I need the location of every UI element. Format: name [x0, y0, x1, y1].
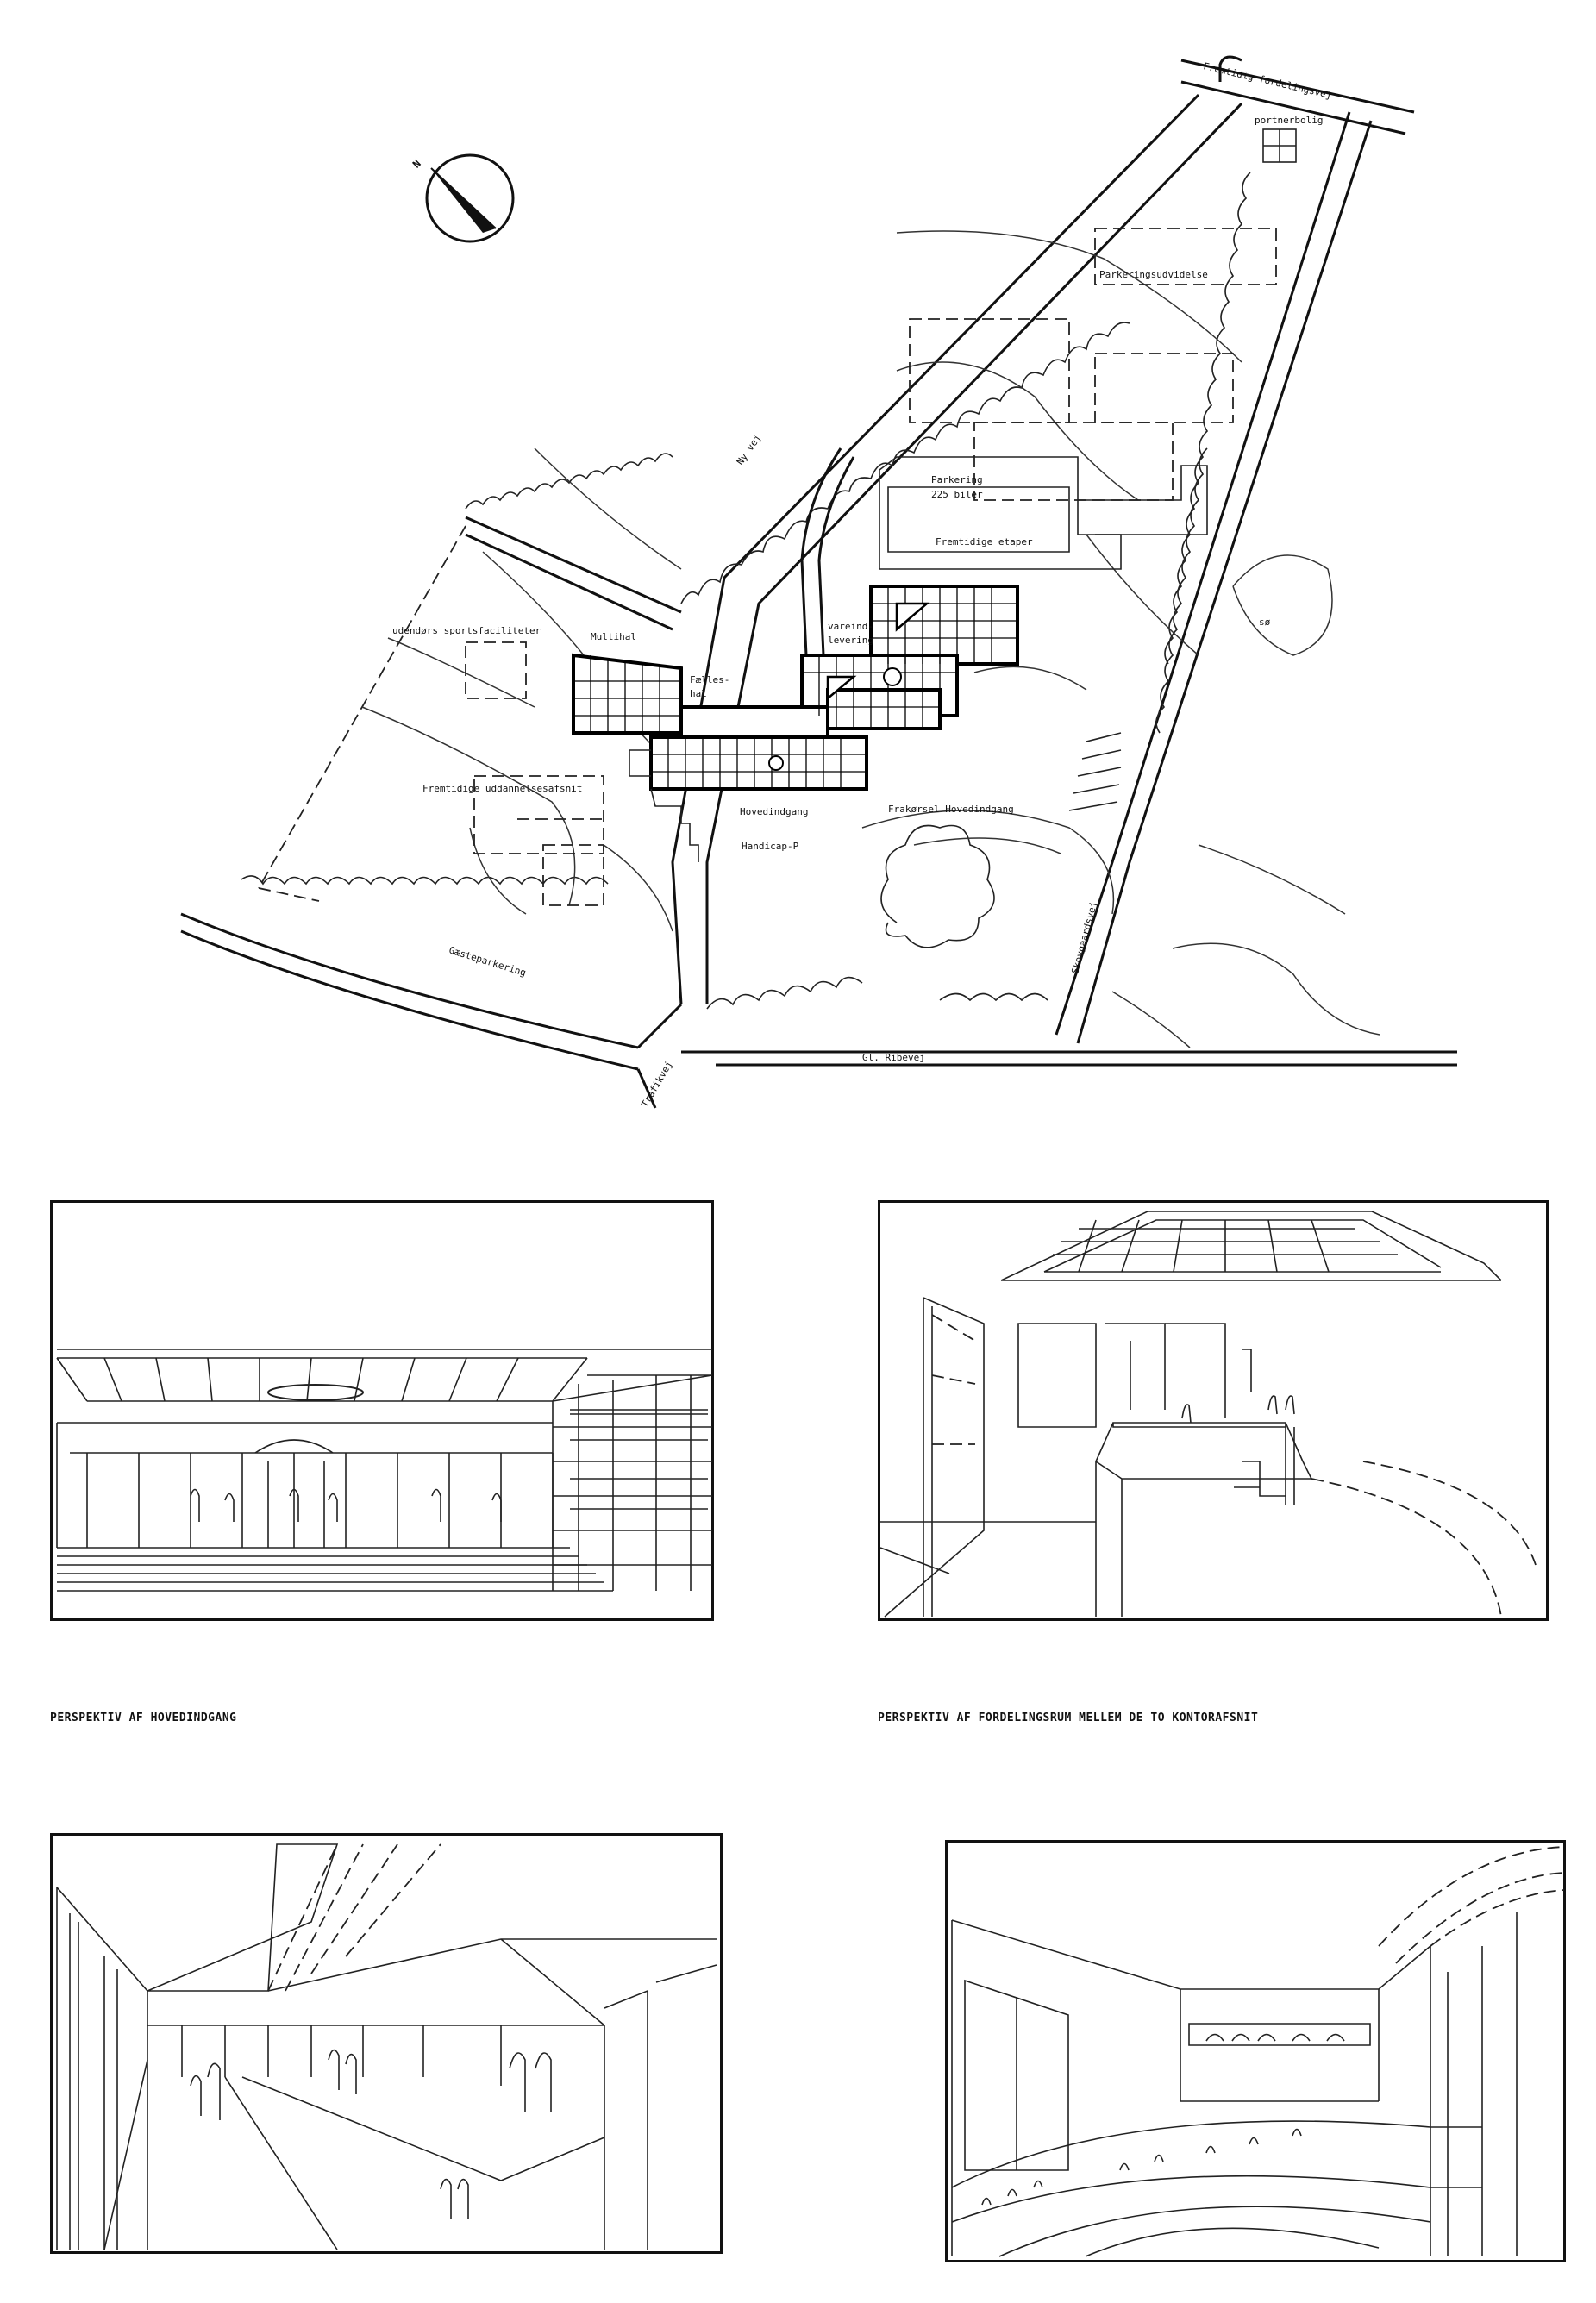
label-lake: sø [1259, 616, 1271, 628]
perspective-auditorium [945, 1840, 1566, 2262]
north-arrow-icon: N [410, 153, 515, 243]
label-parking-count: 225 biler [931, 489, 983, 500]
label-parking-ext: Parkeringsudvidelse [1099, 269, 1208, 280]
label-multihall: Multihal [591, 631, 636, 642]
label-future-training: Fremtidige uddannelsesafsnit [422, 783, 582, 794]
label-parking: Parkering [931, 474, 983, 485]
perspective-corridor [50, 1833, 723, 2254]
label-guest-parking: Gæsteparkering [448, 944, 527, 979]
label-porter: portnerbolig [1255, 115, 1323, 126]
label-road-bottom: Gl. Ribevej [862, 1052, 925, 1063]
label-delivery-1: vareind- [828, 621, 873, 632]
label-approach: Frakørsel Hovedindgang [888, 804, 1014, 815]
label-delivery-2: levering [828, 635, 873, 646]
building-complex [572, 585, 1019, 862]
perspective-main-entrance [50, 1200, 714, 1621]
label-future-road: Fremtidig fordelingsvej [1202, 60, 1332, 101]
label-road-diag: Ny vej [735, 433, 763, 467]
site-plan: N [180, 55, 1457, 1110]
north-label: N [410, 158, 423, 171]
label-future-stages: Fremtidige etaper [936, 536, 1033, 548]
label-road-right: Skovgaardsvej [1069, 900, 1099, 975]
caption-distribution-room: PERSPEKTIV AF FORDELINGSRUM MELLEM DE TO… [878, 1712, 1259, 1724]
caption-main-entrance: PERSPEKTIV AF HOVEDINDGANG [50, 1712, 237, 1724]
perspective-distribution-room [878, 1200, 1549, 1621]
label-common-1: Fælles- [690, 674, 729, 685]
label-handicap: Handicap-P [742, 841, 799, 852]
label-sports: udendørs sportsfaciliteter [392, 625, 541, 636]
label-main-entrance: Hovedindgang [740, 806, 808, 817]
label-common-2: hal [690, 688, 707, 699]
